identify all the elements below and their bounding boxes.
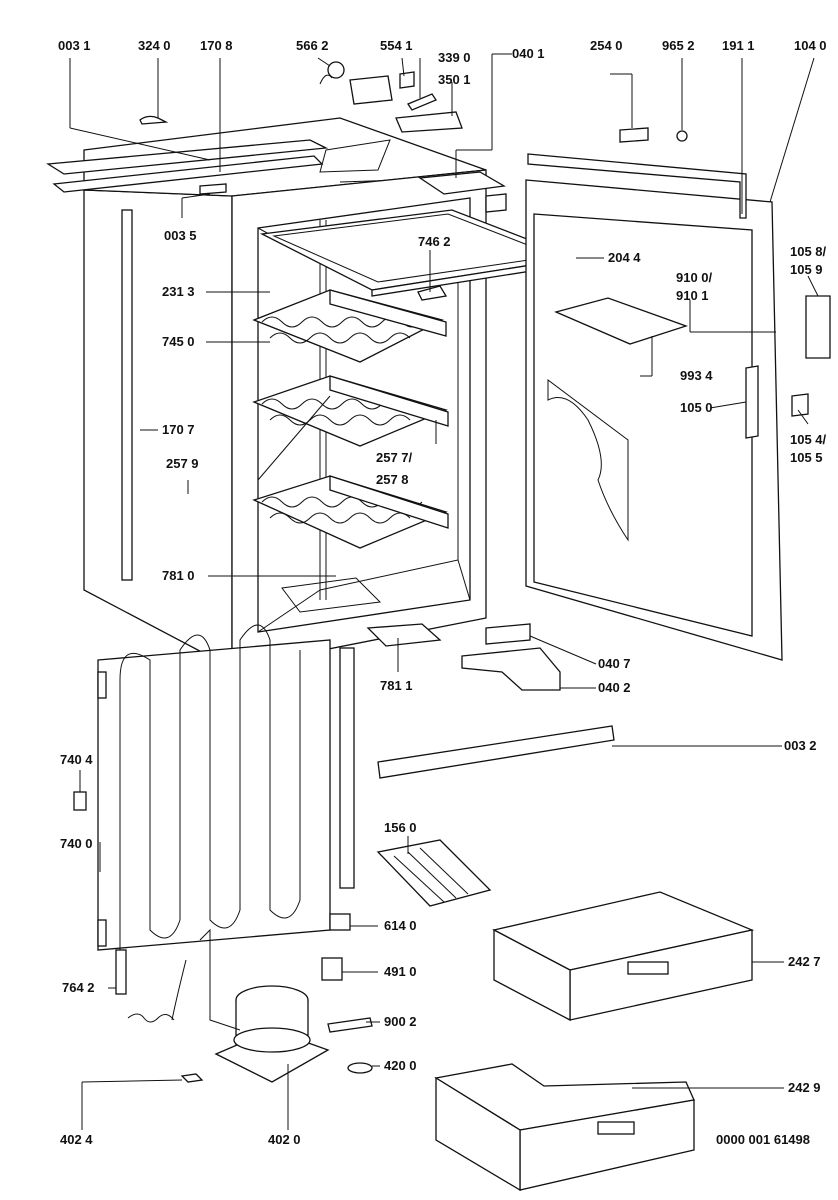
- label-910-0: 910 0/: [676, 270, 713, 285]
- part-labels: 003 1 324 0 170 8 566 2 554 1 339 0 350 …: [58, 38, 827, 1147]
- label-204-4: 204 4: [608, 250, 641, 265]
- label-745-0: 745 0: [162, 334, 195, 349]
- label-614-0: 614 0: [384, 918, 417, 933]
- label-740-0: 740 0: [60, 836, 93, 851]
- label-040-2: 040 2: [598, 680, 631, 695]
- label-257-8: 257 8: [376, 472, 409, 487]
- label-105-4: 105 4/: [790, 432, 827, 447]
- label-910-1: 910 1: [676, 288, 709, 303]
- label-420-0: 420 0: [384, 1058, 417, 1073]
- label-105-5: 105 5: [790, 450, 823, 465]
- label-003-5: 003 5: [164, 228, 197, 243]
- label-254-0: 254 0: [590, 38, 623, 53]
- label-746-2: 746 2: [418, 234, 451, 249]
- drawers: [434, 891, 755, 1192]
- small-parts-top: [319, 61, 688, 213]
- label-324-0: 324 0: [138, 38, 171, 53]
- label-104-0: 104 0: [794, 38, 827, 53]
- leader-lines: [69, 53, 819, 1130]
- label-554-1: 554 1: [380, 38, 413, 53]
- label-900-2: 900 2: [384, 1014, 417, 1029]
- label-156-0: 156 0: [384, 820, 417, 835]
- ice-tray: [376, 839, 492, 907]
- label-764-2: 764 2: [62, 980, 95, 995]
- label-965-2: 965 2: [662, 38, 695, 53]
- label-105-9: 105 9: [790, 262, 823, 277]
- condenser: [97, 624, 355, 980]
- label-040-1: 040 1: [512, 46, 545, 61]
- label-339-0: 339 0: [438, 50, 471, 65]
- top-rails: [46, 115, 329, 195]
- label-993-4: 993 4: [680, 368, 713, 383]
- wine-racks: [252, 289, 449, 549]
- label-105-0: 105 0: [680, 400, 713, 415]
- label-257-7: 257 7/: [376, 450, 413, 465]
- label-191-1: 191 1: [722, 38, 755, 53]
- label-491-0: 491 0: [384, 964, 417, 979]
- label-003-1: 003 1: [58, 38, 91, 53]
- label-350-1: 350 1: [438, 72, 471, 87]
- drawing-number: 0000 001 61498: [716, 1132, 810, 1147]
- label-003-2: 003 2: [784, 738, 817, 753]
- label-231-3: 231 3: [162, 284, 195, 299]
- label-781-1: 781 1: [380, 678, 413, 693]
- label-257-9: 257 9: [166, 456, 199, 471]
- label-402-4: 402 4: [60, 1132, 93, 1147]
- label-740-4: 740 4: [60, 752, 93, 767]
- bottom-hinge-and-rails: [366, 623, 615, 779]
- label-402-0: 402 0: [268, 1132, 301, 1147]
- compressor: [73, 791, 373, 1083]
- label-566-2: 566 2: [296, 38, 329, 53]
- label-170-7: 170 7: [162, 422, 195, 437]
- label-105-8: 105 8/: [790, 244, 827, 259]
- label-170-8: 170 8: [200, 38, 233, 53]
- label-781-0: 781 0: [162, 568, 195, 583]
- door: [525, 153, 831, 661]
- label-242-7: 242 7: [788, 954, 821, 969]
- label-242-9: 242 9: [788, 1080, 821, 1095]
- label-040-7: 040 7: [598, 656, 631, 671]
